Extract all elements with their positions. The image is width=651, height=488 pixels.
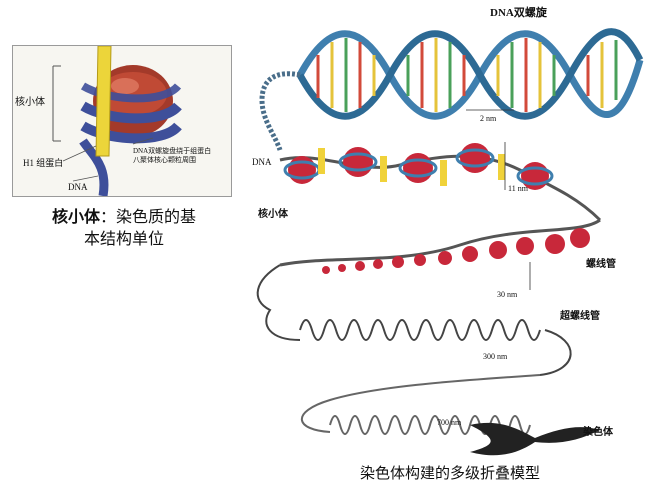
- chromosome-shape: [470, 423, 600, 455]
- solenoid-fiber: [280, 220, 600, 290]
- label-nucleosome: 核小体: [258, 210, 288, 220]
- label-solenoid: 螺线管: [586, 260, 616, 270]
- label-supersolenoid: 超螺线管: [560, 312, 600, 322]
- folding-model-caption: 染色体构建的多级折叠模型: [300, 464, 600, 482]
- label-700nm: 700 nm: [437, 418, 461, 428]
- label-dna-helix: DNA双螺旋: [490, 8, 547, 18]
- label-300nm: 300 nm: [483, 352, 507, 362]
- label-30nm: 30 nm: [497, 290, 517, 300]
- label-dna: DNA: [252, 157, 272, 167]
- dna-double-helix: [300, 32, 640, 117]
- label-11nm: 11 nm: [508, 184, 528, 194]
- label-2nm: 2 nm: [480, 114, 496, 124]
- supersolenoid-coil: [258, 265, 571, 375]
- coiled-dna-strand: [262, 74, 300, 150]
- label-chromosome: 染色体: [583, 428, 613, 438]
- nucleosome-string: [280, 142, 600, 220]
